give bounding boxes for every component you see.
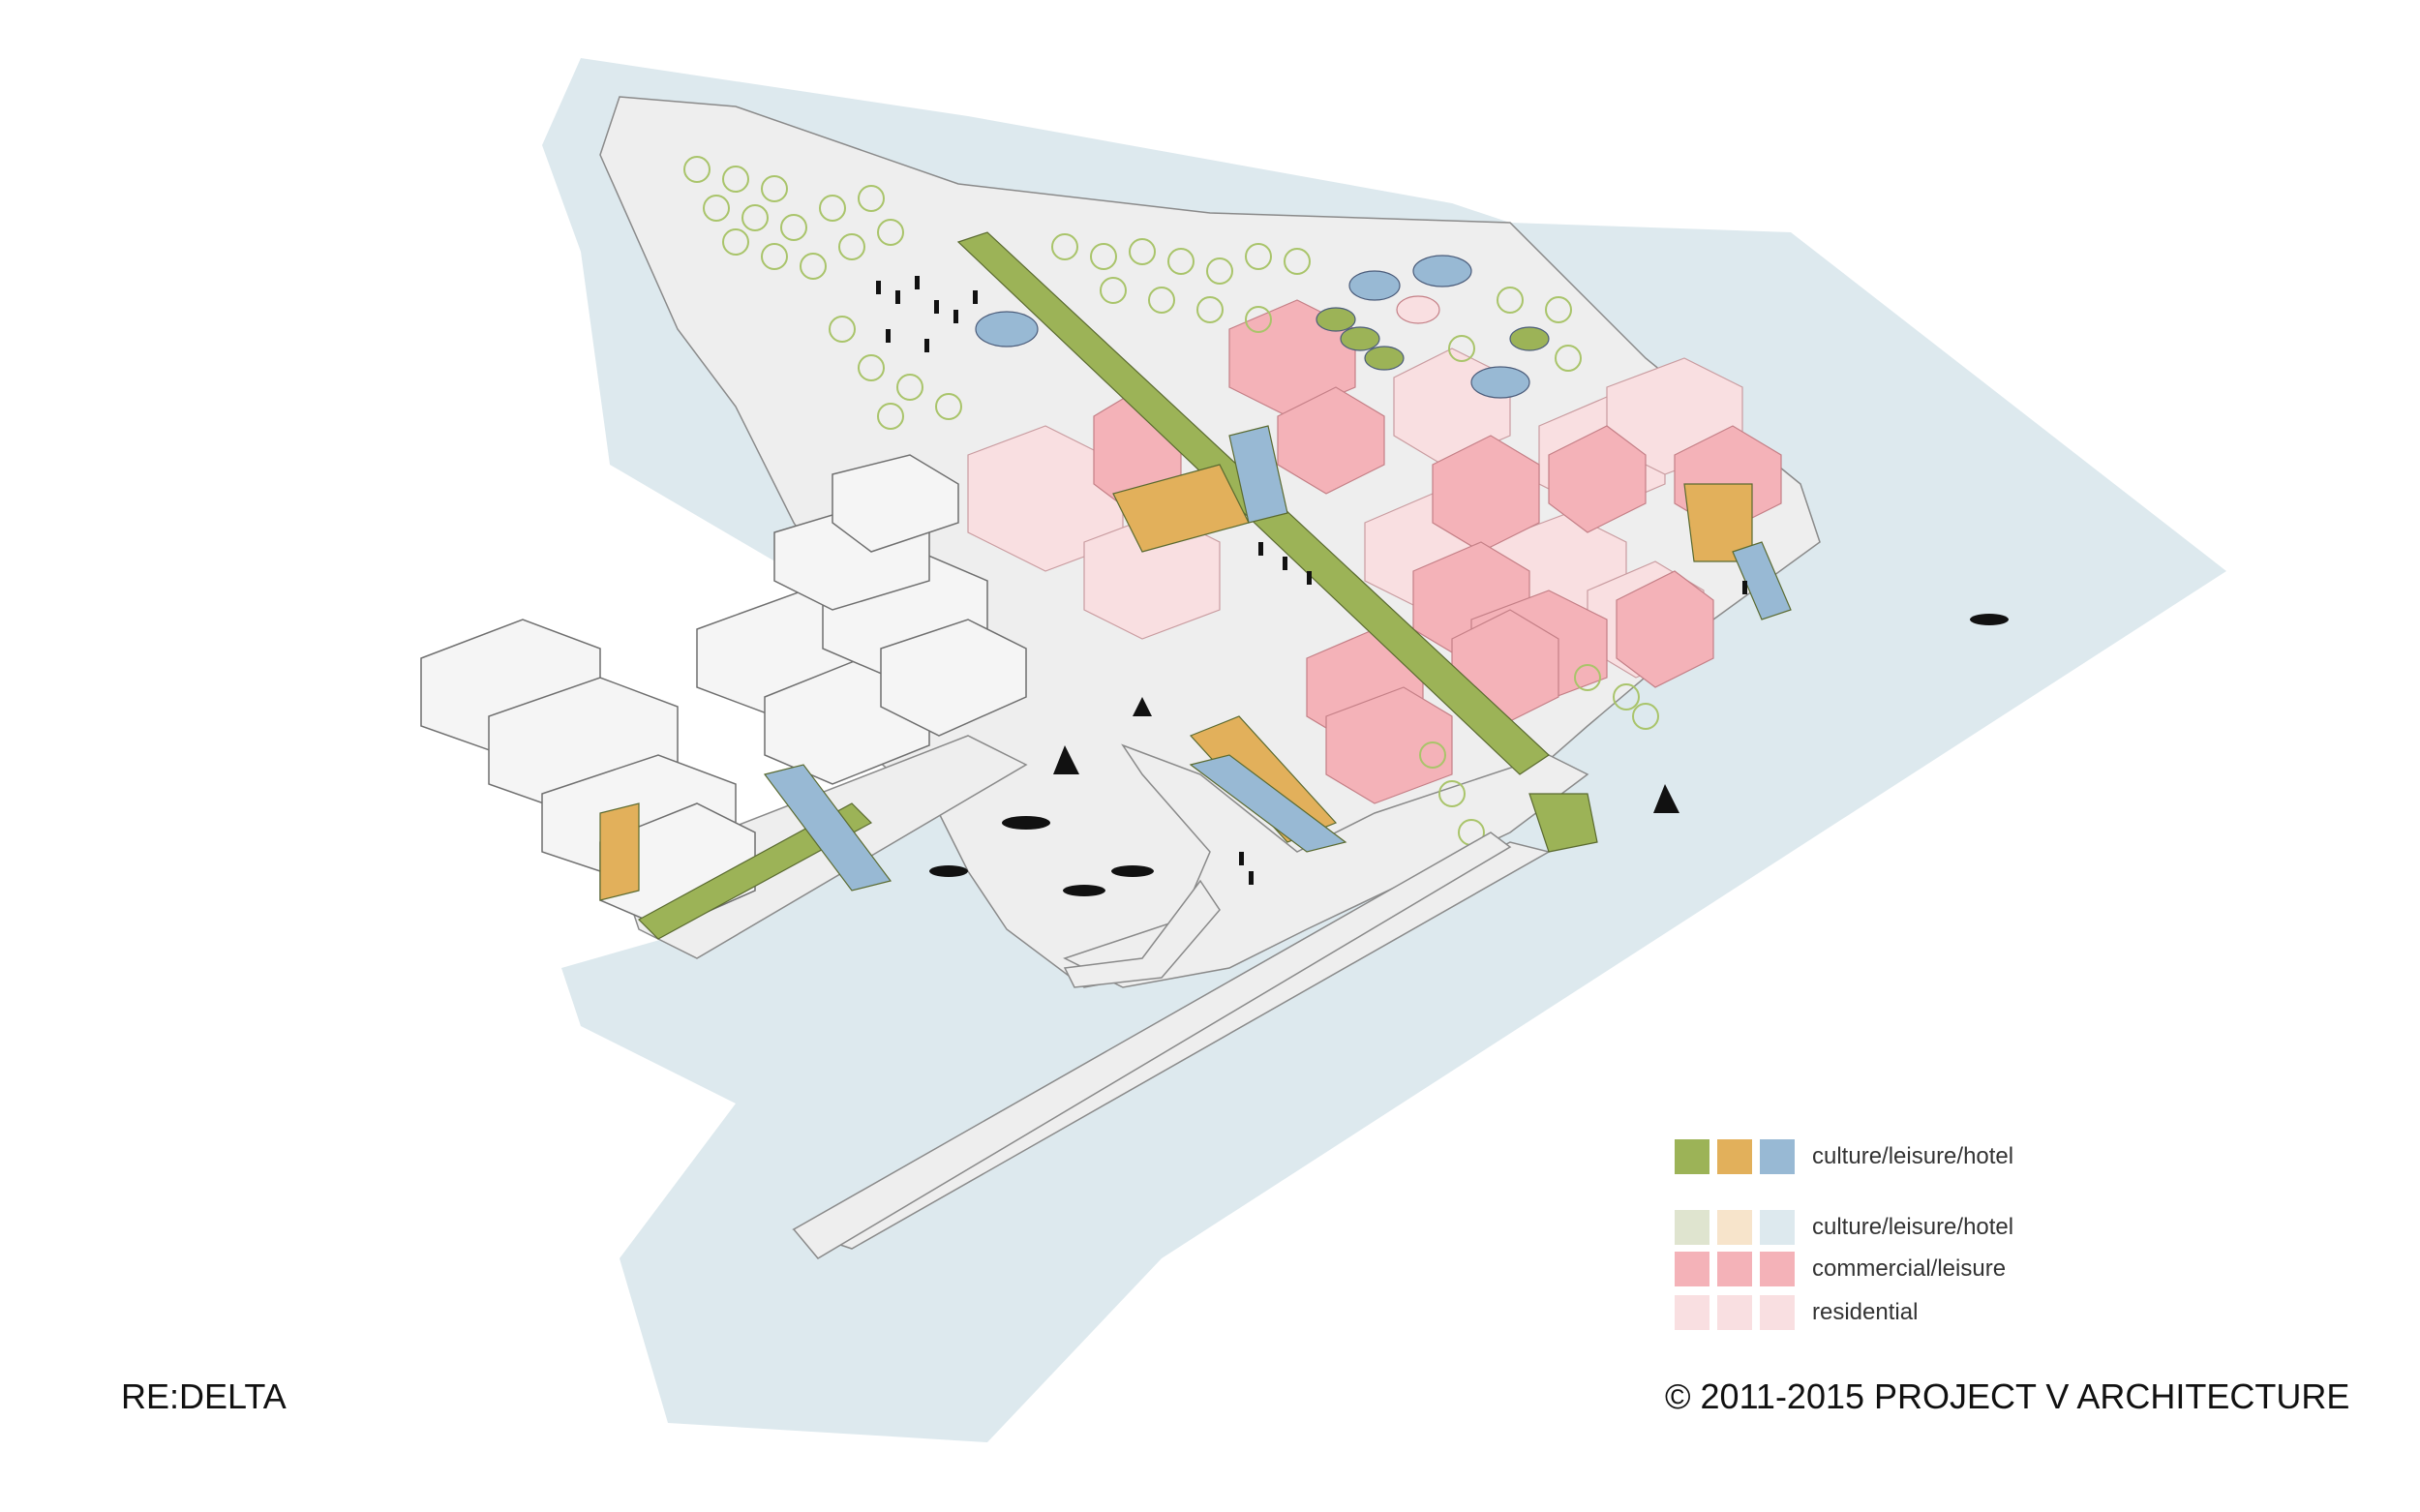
legend-row-commercial: commercial/leisure xyxy=(1675,1252,2006,1286)
legend-swatch-green xyxy=(1675,1139,1709,1174)
legend-swatch-residential xyxy=(1675,1295,1709,1330)
legend-swatch-commercial xyxy=(1717,1252,1752,1286)
legend-label: culture/leisure/hotel xyxy=(1812,1214,2014,1240)
pier xyxy=(792,832,1512,1259)
legend-label: residential xyxy=(1812,1299,1919,1325)
legend-row-culture-light: culture/leisure/hotel xyxy=(1675,1210,2013,1245)
boats xyxy=(929,614,2009,896)
legend-row-residential: residential xyxy=(1675,1295,1918,1330)
legend-row-culture-strong: culture/leisure/hotel xyxy=(1675,1139,2013,1174)
existing-buildings xyxy=(420,454,1027,930)
legend-swatch-commercial xyxy=(1760,1252,1795,1286)
legend-swatch-orange xyxy=(1717,1139,1752,1174)
legend-label: culture/leisure/hotel xyxy=(1812,1143,2014,1169)
park-trees xyxy=(683,156,1659,846)
legend-label: commercial/leisure xyxy=(1812,1255,2007,1282)
legend-swatch-residential xyxy=(1717,1295,1752,1330)
legend-swatch-blue xyxy=(1760,1139,1795,1174)
legend-swatch-blue-light xyxy=(1760,1210,1795,1245)
project-title: RE:DELTA xyxy=(121,1376,287,1416)
culture-leisure-hotel-strong xyxy=(599,231,1792,940)
legend-swatch-green-light xyxy=(1675,1210,1709,1245)
legend-swatch-orange-light xyxy=(1717,1210,1752,1245)
people xyxy=(876,276,1747,885)
legend-swatch-residential xyxy=(1760,1295,1795,1330)
park-pavilions xyxy=(975,255,1550,399)
copyright-notice: © 2011-2015 PROJECT V ARCHITECTURE xyxy=(1665,1376,2350,1416)
legend-swatch-commercial xyxy=(1675,1252,1709,1286)
